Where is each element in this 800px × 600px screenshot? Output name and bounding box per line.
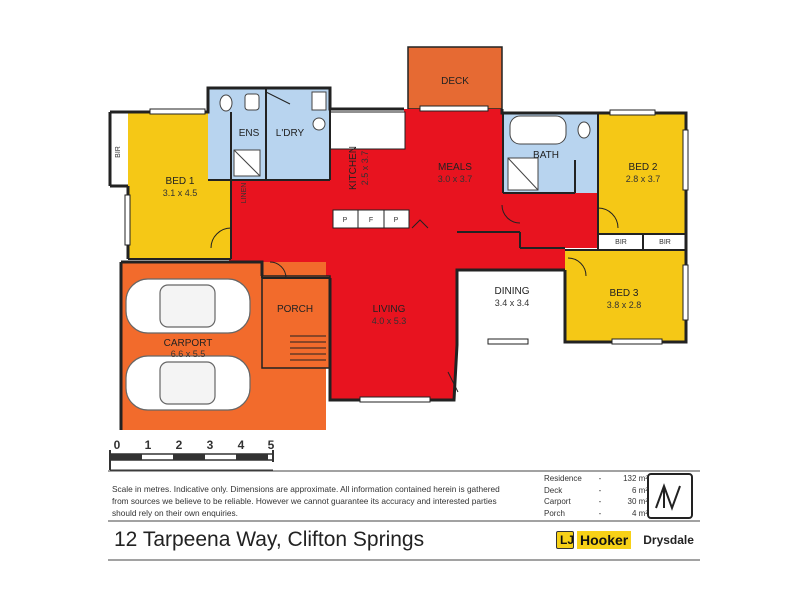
laundry-fixtures (311, 91, 327, 131)
disclaimer-text: Scale in metres. Indicative only. Dimens… (112, 484, 500, 518)
area-value: 6 m² (632, 485, 648, 495)
area-value: 4 m² (632, 508, 648, 518)
car-bottom (125, 355, 251, 411)
agency-logo-mark: LJ (560, 533, 575, 547)
bed2-dims: 2.8 x 3.7 (626, 174, 661, 184)
bed3-dims: 3.8 x 2.8 (607, 300, 642, 310)
area-value: 30 m² (627, 497, 648, 506)
porch-label: PORCH (277, 304, 313, 315)
area-row-carport: Carport - 30 m² (544, 496, 648, 508)
dining-dims: 3.4 x 3.4 (495, 298, 530, 308)
kitchen-dims: 2.5 x 3.7 (360, 151, 370, 186)
agency-logo-icon: LJ (556, 531, 574, 549)
area-dash: - (598, 508, 602, 518)
deck-label: DECK (441, 76, 469, 87)
carport-dims: 6.6 x 5.5 (171, 349, 206, 359)
pantry-label-1: P (343, 217, 348, 224)
area-name: Porch (544, 508, 565, 518)
area-name: Carport (544, 497, 571, 506)
living-dims: 4.0 x 5.3 (372, 316, 407, 326)
meals-dims: 3.0 x 3.7 (438, 174, 473, 184)
property-address: 12 Tarpeena Way, Clifton Springs (114, 528, 425, 551)
pantry-label-2: P (394, 217, 399, 224)
scale-tick-1: 1 (145, 438, 152, 452)
scale-bar (109, 450, 274, 471)
interior-walls (128, 88, 686, 279)
area-dash: - (598, 485, 602, 495)
porch-area (261, 275, 331, 369)
area-summary: Residence - 132 m² Deck - 6 m² Carport -… (544, 473, 648, 519)
scale-tick-2: 2 (176, 438, 183, 452)
bir-label-bed3: BIR (659, 239, 671, 246)
bir-label-bed2: BIR (615, 239, 627, 246)
area-row-deck: Deck - 6 m² (544, 485, 648, 497)
bed1-dims: 3.1 x 4.5 (163, 188, 198, 198)
dining-label: DINING (495, 286, 530, 297)
bath-label: BATH (533, 150, 559, 161)
scale-tick-5: 5 (268, 438, 275, 452)
agency-office: Drysdale (643, 533, 694, 547)
north-arrow-icon (647, 473, 693, 519)
area-name: Residence (544, 474, 582, 483)
laundry-label: L'DRY (276, 128, 305, 139)
area-name: Deck (544, 485, 563, 495)
bed1-label: BED 1 (166, 176, 195, 187)
area-row-porch: Porch - 4 m² (544, 508, 648, 520)
scale-tick-3: 3 (207, 438, 214, 452)
doors (210, 91, 619, 393)
carport-label: CARPORT (164, 338, 213, 349)
area-value: 132 m² (623, 474, 648, 483)
area-dash: - (598, 497, 602, 506)
ensuite-fixtures (219, 93, 261, 177)
deck-area (407, 46, 503, 110)
kitchen-bench (329, 111, 406, 150)
porch-steps (290, 335, 326, 361)
meals-label: MEALS (438, 162, 472, 173)
bed2-label: BED 2 (629, 162, 658, 173)
bath-fixtures (507, 115, 591, 191)
windows (124, 105, 689, 403)
living-label: LIVING (373, 304, 406, 315)
area-dash: - (598, 474, 602, 483)
pantry-strip (332, 209, 410, 229)
agency-name: Hooker (577, 531, 632, 549)
fridge-label: F (369, 217, 373, 224)
scale-tick-0: 0 (114, 438, 121, 452)
bed3-label: BED 3 (610, 288, 639, 299)
scale-tick-4: 4 (238, 438, 245, 452)
car-top (125, 278, 251, 334)
kitchen-label: KITCHEN (348, 146, 359, 190)
agency-brand: LJ Hooker Drysdale (556, 530, 694, 550)
linen-label: LINEN (241, 183, 248, 204)
ens-label: ENS (239, 128, 260, 139)
bir-label-bed1: BIR (115, 146, 122, 158)
bed3-room (565, 250, 686, 342)
area-row-residence: Residence - 132 m² (544, 473, 648, 485)
